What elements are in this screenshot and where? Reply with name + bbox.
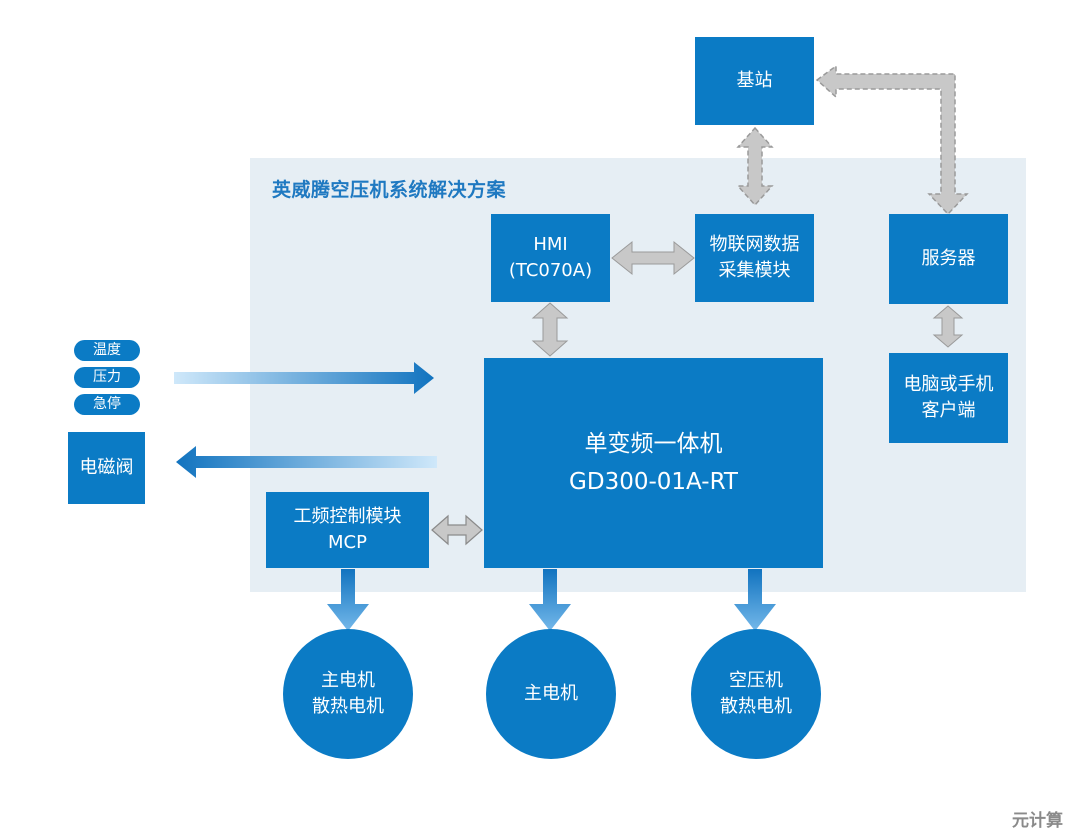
- arrow-to-motor1: [327, 569, 369, 631]
- watermark: 元计算: [1012, 811, 1063, 831]
- hmi-label-line2: (TC070A): [508, 260, 593, 281]
- motor3-label-line1: 空压机: [729, 670, 783, 691]
- link-basestation-iot: [736, 126, 774, 207]
- link-hmi-iot: [611, 240, 695, 276]
- main-drive-label-line2: GD300-01A-RT: [569, 469, 738, 495]
- compressor-fan-circle: 空压机 散热电机: [691, 629, 821, 759]
- base-station-box: 基站: [695, 37, 814, 125]
- motor1-label-line2: 散热电机: [312, 696, 384, 717]
- main-drive-label-line1: 单变频一体机: [584, 431, 723, 457]
- arrow-to-motor2: [529, 569, 571, 631]
- client-box: 电脑或手机 客户端: [889, 353, 1008, 443]
- link-server-client: [932, 305, 964, 348]
- iot-module-box: 物联网数据 采集模块: [695, 214, 814, 302]
- mcp-label-line2: MCP: [328, 532, 367, 553]
- client-label-line2: 客户端: [921, 400, 976, 421]
- output-arrow: [176, 446, 437, 478]
- main-motor-fan-circle: 主电机 散热电机: [283, 629, 413, 759]
- link-basestation-server: [815, 64, 969, 216]
- input-arrow: [174, 362, 434, 394]
- solenoid-label: 电磁阀: [79, 457, 134, 478]
- base-station-label: 基站: [736, 70, 773, 91]
- motor2-label: 主电机: [524, 683, 578, 704]
- iot-label-line2: 采集模块: [718, 260, 791, 281]
- diagram-title: 英威腾空压机系统解决方案: [272, 179, 507, 201]
- motor3-label-line2: 散热电机: [720, 696, 792, 717]
- mcp-box: 工频控制模块 MCP: [266, 492, 429, 568]
- hmi-box: HMI (TC070A): [491, 214, 610, 302]
- input-pressure: 压力: [74, 367, 140, 388]
- main-motor-circle: 主电机: [486, 629, 616, 759]
- main-drive-box: 单变频一体机 GD300-01A-RT: [484, 358, 823, 568]
- motor1-label-line1: 主电机: [321, 670, 375, 691]
- client-label-line1: 电脑或手机: [903, 374, 994, 395]
- server-label: 服务器: [921, 248, 976, 269]
- input-emergency-stop: 急停: [74, 394, 140, 415]
- mcp-label-line1: 工频控制模块: [293, 506, 402, 527]
- link-mcp-main: [431, 514, 483, 546]
- hmi-label-line1: HMI: [533, 234, 568, 255]
- link-hmi-main: [531, 302, 569, 357]
- solenoid-valve-box: 电磁阀: [68, 432, 145, 504]
- input-temperature: 温度: [74, 340, 140, 361]
- iot-label-line1: 物联网数据: [709, 234, 800, 255]
- server-box: 服务器: [889, 214, 1008, 304]
- arrow-to-motor3: [734, 569, 776, 631]
